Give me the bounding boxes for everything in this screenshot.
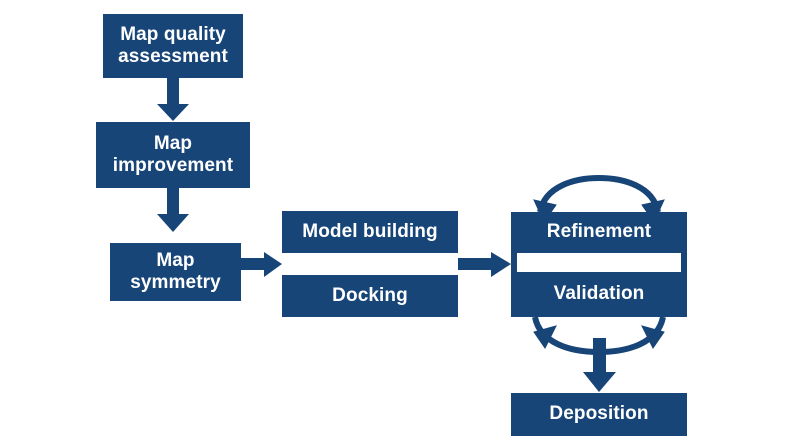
connector-quality-to-improvement (157, 78, 189, 121)
node-map-symmetry[interactable]: Map symmetry (110, 243, 241, 301)
node-validation-label: Validation (553, 283, 645, 305)
node-docking[interactable]: Docking (282, 275, 458, 317)
connector-cycle-top-arc (533, 174, 665, 224)
node-refinement[interactable]: Refinement (511, 212, 687, 253)
node-docking-label: Docking (332, 284, 408, 306)
connector-building-to-refinement (458, 252, 511, 277)
node-refinement-label: Refinement (546, 221, 652, 243)
node-map-improvement-line2: improvement (112, 155, 234, 176)
node-model-building[interactable]: Model building (282, 211, 458, 253)
connector-cycle-to-deposition (583, 338, 616, 392)
node-validation[interactable]: Validation (511, 272, 687, 317)
node-model-building-label: Model building (302, 220, 438, 242)
node-deposition[interactable]: Deposition (511, 393, 687, 436)
node-map-quality-assessment[interactable]: Map quality assessment (103, 14, 243, 78)
node-map-improvement[interactable]: Map improvement (96, 122, 250, 188)
node-map-quality-assessment-line2: assessment (118, 46, 228, 67)
node-map-symmetry-line1: Map (156, 249, 195, 271)
node-deposition-label: Deposition (549, 403, 649, 425)
connector-improvement-to-symmetry (157, 188, 189, 232)
node-map-quality-assessment-line1: Map quality (120, 23, 226, 45)
connector-symmetry-to-building (241, 252, 282, 277)
refinement-validation-separator (511, 253, 687, 272)
node-map-symmetry-line2: symmetry (130, 272, 221, 293)
node-map-improvement-line1: Map (153, 132, 193, 154)
